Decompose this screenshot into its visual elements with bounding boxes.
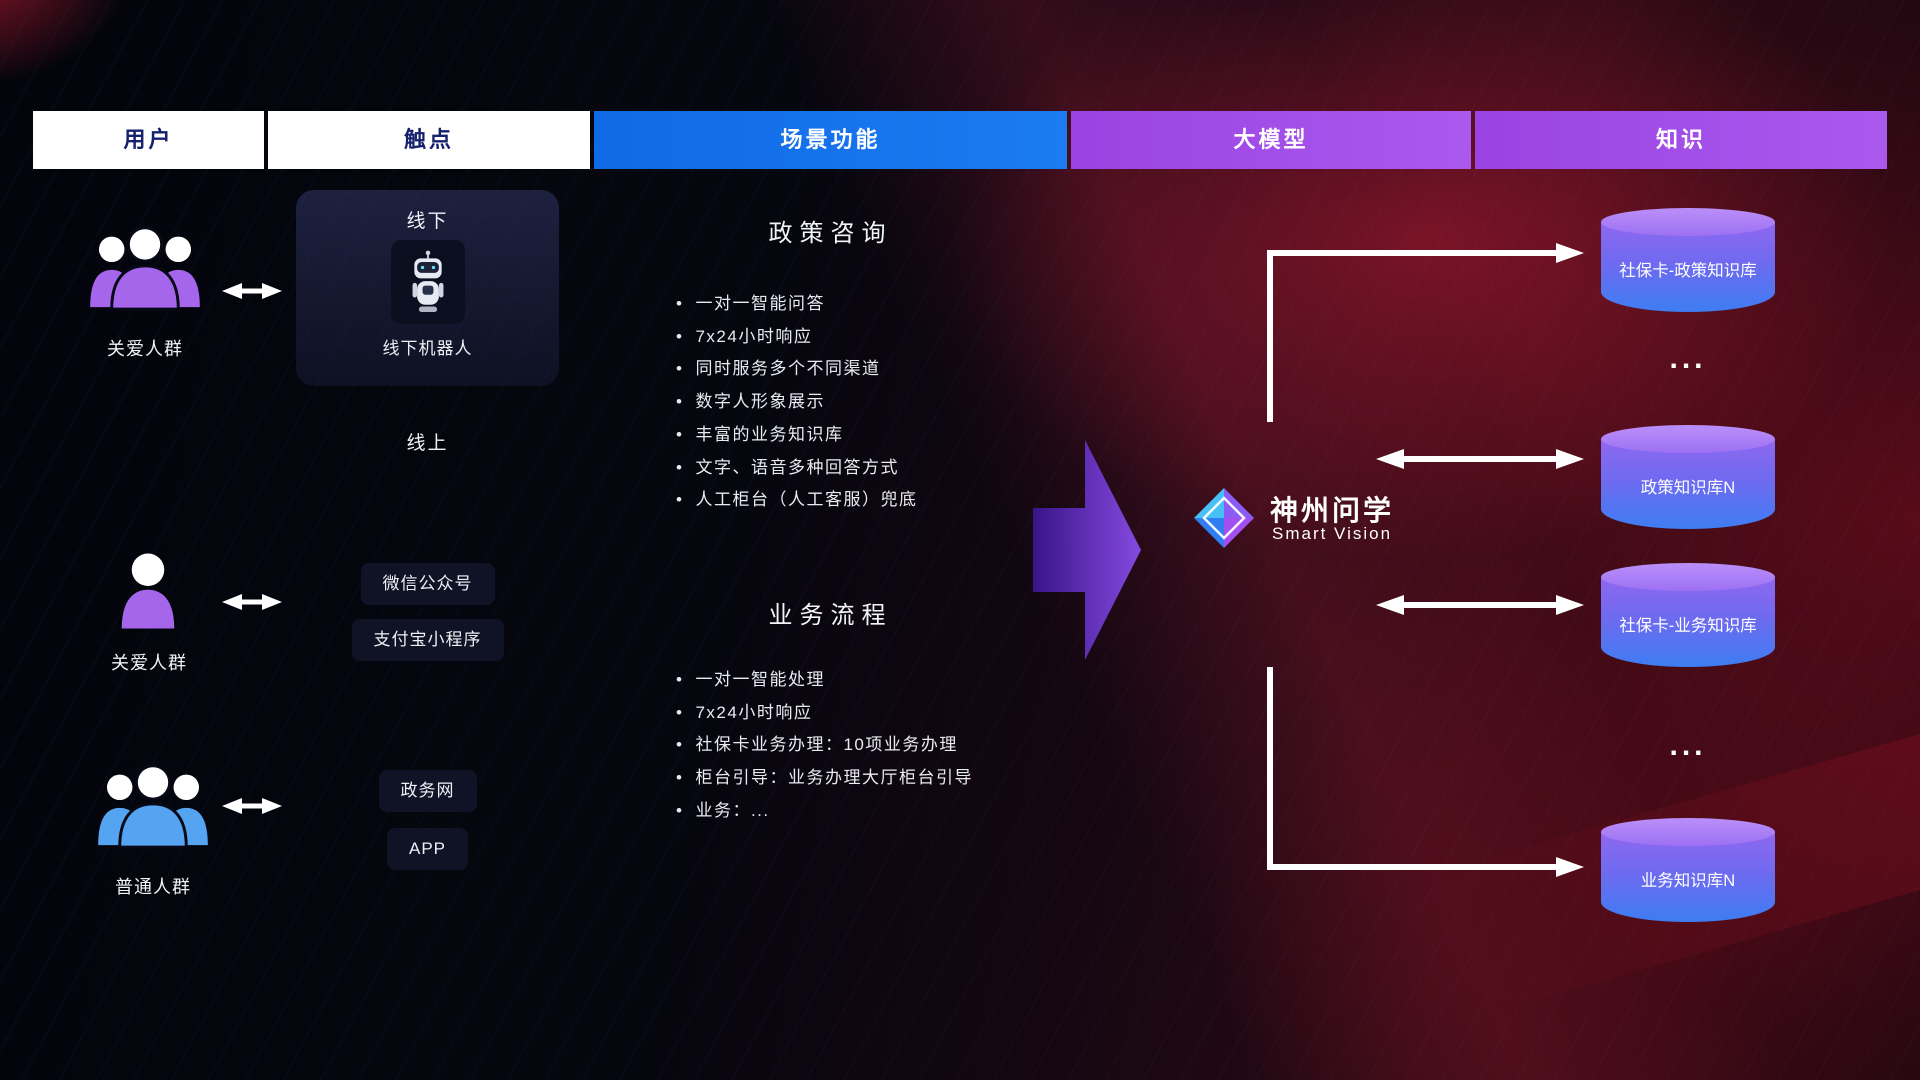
- offline-title: 线下: [406, 211, 449, 232]
- feature-item: 柜台引导：业务办理大厅柜台引导: [676, 762, 973, 795]
- touchpoint-label: 微信公众号: [360, 563, 495, 605]
- user-group-label: 普通人群: [115, 877, 191, 897]
- database-cylinder-icon: [1601, 832, 1775, 922]
- touchpoint-label: 支付宝小程序: [351, 619, 504, 661]
- database-cylinder-top: [1601, 425, 1775, 453]
- column-header-knowledge: 知识: [1475, 111, 1887, 169]
- feature-item: 文字、语音多种回答方式: [676, 452, 917, 485]
- robot-icon: [390, 240, 465, 324]
- knowledge-db-label: 社保卡-业务知识库: [1619, 617, 1757, 635]
- offline-robot-label: 线下机器人: [382, 339, 473, 358]
- database-cylinder-top: [1601, 563, 1775, 591]
- touchpoint-wechat: 微信公众号: [296, 563, 559, 605]
- knowledge-db-label: 社保卡-政策知识库: [1619, 262, 1757, 280]
- offline-touchpoint-card: 线下 线下机器人: [296, 190, 559, 386]
- knowledge-db-policy-sscard: 社保卡-政策知识库: [1601, 208, 1775, 312]
- database-cylinder-icon: [1601, 577, 1775, 667]
- scenario-policy-list: 一对一智能问答 7x24小时响应 同时服务多个不同渠道 数字人形象展示 丰富的业…: [676, 288, 917, 517]
- column-header-model: 大模型: [1071, 111, 1471, 169]
- feature-item: 7x24小时响应: [676, 697, 973, 730]
- touchpoint-app: APP: [296, 828, 559, 870]
- feature-item: 人工柜台（人工客服）兜底: [676, 484, 917, 517]
- scenario-to-model-arrow-icon: [1033, 430, 1143, 675]
- ellipsis-more-dbs: ...: [1669, 342, 1707, 375]
- database-cylinder-icon: [1601, 439, 1775, 529]
- knowledge-db-business-n: 业务知识库N: [1601, 818, 1775, 922]
- feature-item: 一对一智能处理: [676, 664, 973, 697]
- feature-item: 丰富的业务知识库: [676, 419, 917, 452]
- user-group-label: 关爱人群: [107, 339, 183, 359]
- touchpoint-label: APP: [386, 828, 469, 870]
- column-header-users: 用户: [33, 111, 264, 169]
- group-people-purple-icon: [86, 217, 204, 316]
- scenario-business-list: 一对一智能处理 7x24小时响应 社保卡业务办理：10项业务办理 柜台引导：业务…: [676, 664, 973, 828]
- feature-item: 数字人形象展示: [676, 386, 917, 419]
- touchpoint-alipay: 支付宝小程序: [296, 619, 559, 661]
- knowledge-db-business-sscard: 社保卡-业务知识库: [1601, 563, 1775, 667]
- touchpoint-govweb: 政务网: [296, 770, 559, 812]
- smart-vision-logo-icon: [1192, 486, 1256, 555]
- scenario-title-business: 业务流程: [768, 602, 893, 629]
- touchpoint-label: 政务网: [378, 770, 477, 812]
- knowledge-db-label: 政策知识库N: [1640, 479, 1736, 497]
- scenario-title-policy: 政策咨询: [768, 220, 893, 247]
- ellipsis-more-dbs: ...: [1669, 729, 1707, 762]
- feature-item: 社保卡业务办理：10项业务办理: [676, 729, 973, 762]
- database-cylinder-top: [1601, 208, 1775, 236]
- feature-item: 一对一智能问答: [676, 288, 917, 321]
- group-people-blue-icon: [94, 755, 212, 854]
- database-cylinder-icon: [1601, 222, 1775, 312]
- model-name: 神州问学: [1270, 495, 1395, 526]
- feature-item: 同时服务多个不同渠道: [676, 353, 917, 386]
- person-purple-icon: [118, 551, 178, 636]
- model-subtitle: Smart Vision: [1272, 524, 1393, 543]
- online-title: 线上: [406, 433, 449, 454]
- column-header-scenarios: 场景功能: [594, 111, 1067, 169]
- column-header-touchpoints: 触点: [268, 111, 590, 169]
- feature-item: 业务：...: [676, 795, 973, 828]
- database-cylinder-top: [1601, 818, 1775, 846]
- knowledge-db-policy-n: 政策知识库N: [1601, 425, 1775, 529]
- knowledge-db-label: 业务知识库N: [1640, 872, 1736, 890]
- feature-item: 7x24小时响应: [676, 321, 917, 354]
- user-group-label: 关爱人群: [111, 653, 187, 673]
